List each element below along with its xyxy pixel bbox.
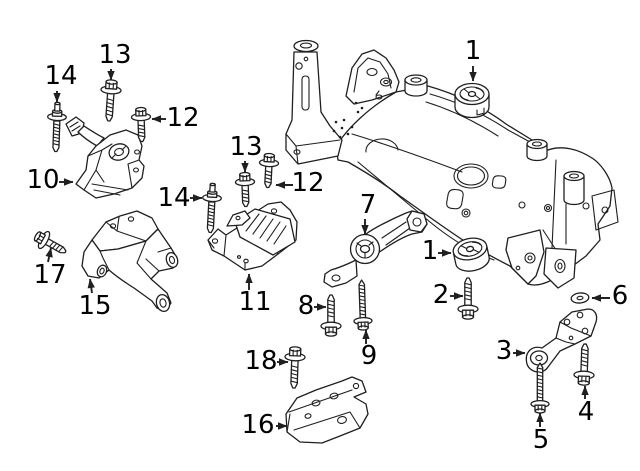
callout-label-bushing-bolt: 2 bbox=[432, 279, 450, 310]
callout-label-side-bolt: 17 bbox=[33, 259, 67, 290]
callout-label-subframe-bushing-lower: 1 bbox=[421, 235, 439, 266]
bolt-17-drawing bbox=[30, 226, 71, 261]
callout-label-long-bolt-torque-arm: 9 bbox=[360, 340, 378, 371]
engine-mount-drawing bbox=[65, 116, 145, 199]
callout-label-engine-support-bracket: 15 bbox=[78, 290, 112, 321]
callout-label-subframe-bushing-top: 1 bbox=[464, 35, 482, 66]
callout-arrows-layer bbox=[45, 66, 610, 430]
callout-label-engine-mount: 10 bbox=[26, 164, 60, 195]
callout-label-flange-bolt-center: 13 bbox=[229, 131, 263, 162]
bolt-2-drawing bbox=[457, 277, 479, 320]
subframe-crossmember-drawing bbox=[285, 39, 619, 289]
bolt-13-upper-drawing bbox=[98, 78, 123, 123]
bolt-18-drawing bbox=[283, 345, 306, 389]
callout-label-long-bolt-bracket: 5 bbox=[532, 424, 550, 455]
callout-label-flange-bolt-lower-bracket: 18 bbox=[244, 345, 278, 376]
callout-label-stud-bolt-center: 14 bbox=[157, 182, 191, 213]
bolt-13-center-drawing bbox=[234, 171, 256, 208]
lower-mount-bracket-drawing bbox=[285, 376, 369, 444]
callout-label-stud-bolt-upper-left: 14 bbox=[44, 60, 78, 91]
subframe-bushing-lower-drawing bbox=[452, 237, 490, 272]
callout-label-transmission-mount: 11 bbox=[238, 286, 272, 317]
callout-label-flange-bolt-bracket: 4 bbox=[577, 396, 595, 427]
callout-label-lower-mount-bracket: 16 bbox=[241, 409, 275, 440]
subframe-bushing-top-drawing bbox=[454, 82, 490, 119]
stud-bolt-14-upper-drawing bbox=[45, 101, 68, 153]
transmission-mount-drawing bbox=[207, 201, 298, 271]
stud-bolt-14-center-drawing bbox=[200, 182, 223, 234]
callout-label-flange-bolt-torque-arm: 8 bbox=[297, 290, 315, 321]
callout-label-flange-bolt-center-2: 12 bbox=[291, 167, 325, 198]
bolt-8-drawing bbox=[320, 294, 342, 337]
callout-label-flange-bolt-upper-left: 13 bbox=[98, 39, 132, 70]
callout-label-torque-arm-mount: 7 bbox=[359, 189, 377, 220]
bolt-9-drawing bbox=[351, 279, 373, 331]
callout-label-flange-bolt-upper-left-2: 12 bbox=[166, 102, 200, 133]
callout-arrow-engine-support-bracket bbox=[87, 278, 95, 294]
torque-arm-mount-drawing bbox=[323, 210, 428, 288]
callout-arrow-side-bolt bbox=[45, 247, 53, 263]
callout-label-washer: 6 bbox=[611, 280, 629, 311]
washer-drawing bbox=[570, 292, 590, 304]
engine-support-bracket-drawing bbox=[81, 210, 179, 313]
callout-label-pendulum-support-bracket: 3 bbox=[495, 335, 513, 366]
bolt-4-drawing bbox=[573, 343, 596, 387]
